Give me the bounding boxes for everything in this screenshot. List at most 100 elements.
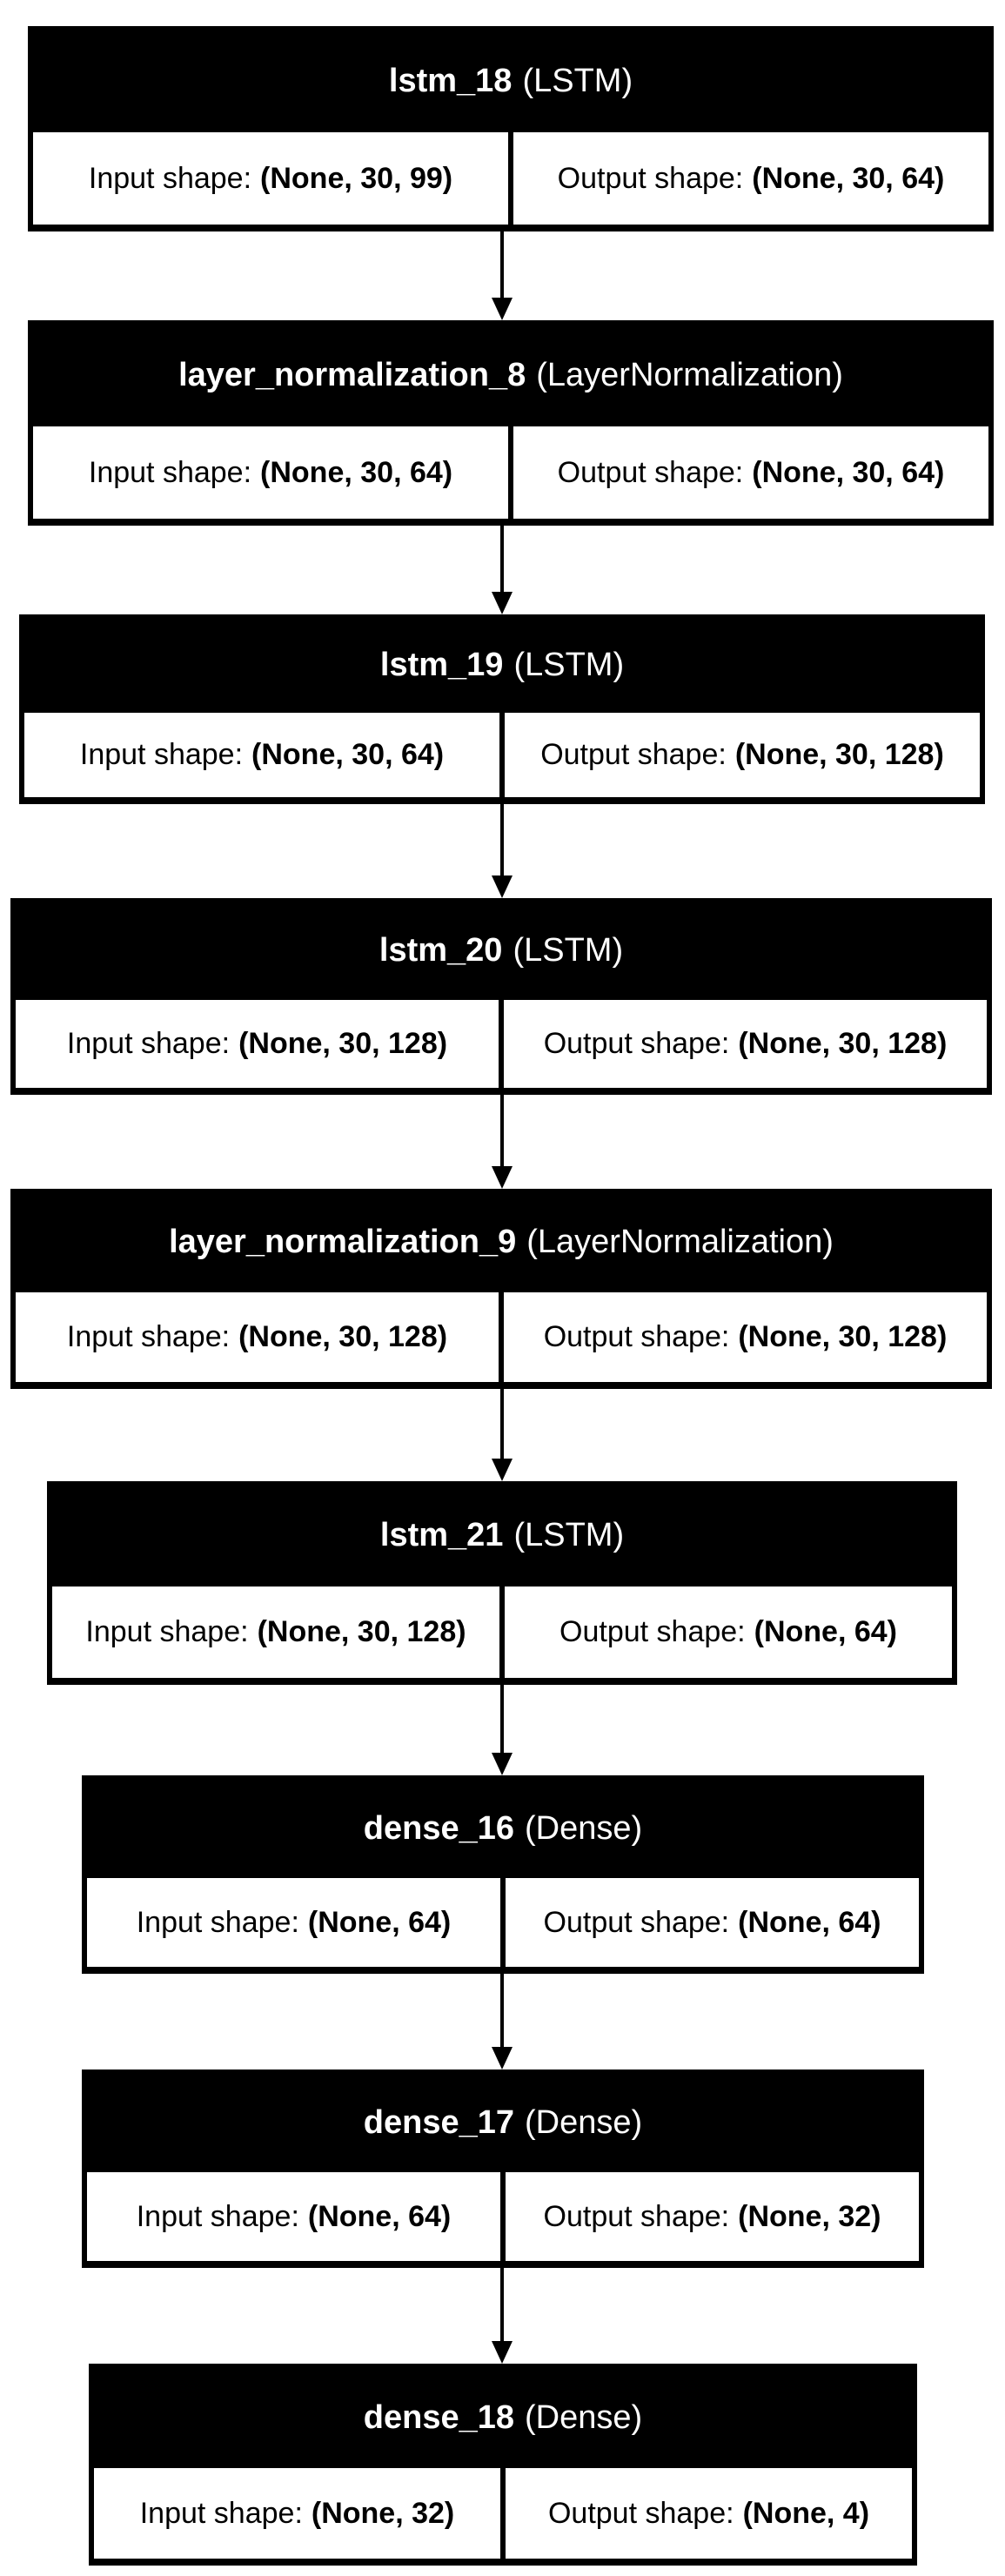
layer-header: dense_17(Dense) <box>85 2073 921 2172</box>
flow-arrow <box>492 1095 513 1189</box>
output-shape-cell: Output shape:(None, 30, 64) <box>513 426 988 519</box>
input-shape-cell: Input shape:(None, 30, 128) <box>16 1000 499 1088</box>
shape-row: Input shape:(None, 32)Output shape:(None… <box>92 2468 914 2562</box>
shape-row: Input shape:(None, 30, 128)Output shape:… <box>14 1292 988 1385</box>
layer-type: (LSTM) <box>513 647 625 683</box>
input-shape-label: Input shape: <box>88 161 252 195</box>
layer-type: (Dense) <box>525 2103 643 2141</box>
output-shape-label: Output shape: <box>543 1320 730 1353</box>
layer-name: layer_normalization_8 <box>178 356 526 393</box>
layer-name: lstm_21 <box>379 1517 504 1553</box>
input-shape-value: (None, 30, 64) <box>251 738 445 771</box>
output-shape-value: (None, 30, 128) <box>734 738 944 771</box>
output-shape-value: (None, 30, 128) <box>738 1320 948 1353</box>
input-shape-cell: Input shape:(None, 30, 128) <box>52 1587 499 1678</box>
layer-node: dense_16(Dense)Input shape:(None, 64)Out… <box>82 1775 924 1974</box>
flow-arrow <box>492 1389 513 1481</box>
input-shape-cell: Input shape:(None, 32) <box>94 2468 500 2559</box>
input-shape-cell: Input shape:(None, 30, 99) <box>33 132 508 225</box>
input-shape-label: Input shape: <box>139 2496 303 2530</box>
output-shape-cell: Output shape:(None, 4) <box>506 2468 912 2559</box>
input-shape-label: Input shape: <box>136 1905 299 1939</box>
arrow-line <box>500 1389 504 1460</box>
input-shape-label: Input shape: <box>136 2199 299 2233</box>
flow-arrow <box>492 804 513 898</box>
input-shape-cell: Input shape:(None, 64) <box>87 2172 500 2261</box>
input-shape-cell: Input shape:(None, 30, 64) <box>33 426 508 519</box>
layer-header: lstm_19(LSTM) <box>23 618 982 713</box>
layer-header: layer_normalization_9(LayerNormalization… <box>14 1192 988 1292</box>
shape-row: Input shape:(None, 30, 99)Output shape:(… <box>31 132 990 228</box>
arrow-head <box>492 1166 513 1189</box>
output-shape-value: (None, 30, 64) <box>752 161 945 195</box>
output-shape-label: Output shape: <box>540 738 727 771</box>
input-shape-cell: Input shape:(None, 64) <box>87 1878 500 1967</box>
layer-node: lstm_18(LSTM)Input shape:(None, 30, 99)O… <box>28 26 994 231</box>
input-shape-value: (None, 32) <box>311 2496 455 2530</box>
output-shape-cell: Output shape:(None, 64) <box>506 1878 919 1967</box>
layer-name: dense_16 <box>363 1809 515 1847</box>
layer-node: dense_17(Dense)Input shape:(None, 64)Out… <box>82 2070 924 2268</box>
layer-type: (LSTM) <box>513 1517 625 1553</box>
output-shape-label: Output shape: <box>543 2199 730 2233</box>
layer-name: lstm_19 <box>379 647 504 683</box>
arrow-head <box>492 1459 513 1481</box>
output-shape-label: Output shape: <box>547 2496 734 2530</box>
input-shape-label: Input shape: <box>66 1320 231 1353</box>
layer-node: lstm_20(LSTM)Input shape:(None, 30, 128)… <box>10 898 992 1095</box>
input-shape-value: (None, 30, 99) <box>260 161 453 195</box>
shape-row: Input shape:(None, 64)Output shape:(None… <box>85 2172 921 2264</box>
flow-arrow <box>492 1974 513 2070</box>
shape-row: Input shape:(None, 30, 64)Output shape:(… <box>23 713 982 801</box>
output-shape-value: (None, 30, 128) <box>738 1027 948 1060</box>
arrow-line <box>500 804 504 877</box>
layer-node: dense_18(Dense)Input shape:(None, 32)Out… <box>89 2364 917 2566</box>
output-shape-cell: Output shape:(None, 30, 64) <box>513 132 988 225</box>
output-shape-value: (None, 64) <box>754 1615 897 1648</box>
layer-node: lstm_19(LSTM)Input shape:(None, 30, 64)O… <box>19 614 985 804</box>
input-shape-cell: Input shape:(None, 30, 64) <box>24 713 499 797</box>
input-shape-value: (None, 64) <box>307 2199 452 2233</box>
input-shape-label: Input shape: <box>66 1027 231 1060</box>
output-shape-value: (None, 32) <box>738 2199 881 2233</box>
shape-row: Input shape:(None, 30, 64)Output shape:(… <box>31 426 990 522</box>
output-shape-cell: Output shape:(None, 30, 128) <box>505 713 980 797</box>
arrow-line <box>500 1095 504 1168</box>
input-shape-label: Input shape: <box>88 455 252 489</box>
layer-node: lstm_21(LSTM) Input shape:(None, 30, 128)… <box>47 1481 957 1685</box>
arrow-head <box>492 592 513 614</box>
shape-row: Input shape:(None, 64)Output shape:(None… <box>85 1878 921 1970</box>
output-shape-label: Output shape: <box>543 1027 730 1060</box>
layer-header: lstm_20(LSTM) <box>14 902 988 1000</box>
output-shape-value: (None, 30, 64) <box>752 455 945 489</box>
arrow-head <box>492 2047 513 2070</box>
layer-type: (Dense) <box>525 2398 643 2436</box>
arrow-line <box>500 2268 504 2343</box>
layer-node: layer_normalization_8(LayerNormalization… <box>28 320 994 526</box>
layer-type: (Dense) <box>525 1809 643 1847</box>
input-shape-label: Input shape: <box>85 1615 249 1648</box>
output-shape-label: Output shape: <box>557 161 744 195</box>
output-shape-cell: Output shape:(None, 64) <box>505 1587 952 1678</box>
layer-name: layer_normalization_9 <box>169 1224 517 1260</box>
flow-arrow <box>492 2268 513 2364</box>
output-shape-value: (None, 4) <box>742 2496 870 2530</box>
layer-node: layer_normalization_9(LayerNormalization… <box>10 1189 992 1389</box>
layer-name: lstm_18 <box>388 62 513 99</box>
input-shape-value: (None, 30, 128) <box>238 1320 448 1353</box>
arrow-head <box>492 1753 513 1775</box>
shape-row: Input shape:(None, 30, 128)Output shape:… <box>14 1000 988 1091</box>
arrow-line <box>500 231 504 299</box>
output-shape-cell: Output shape:(None, 30, 128) <box>504 1292 987 1382</box>
flow-arrow <box>492 1685 513 1775</box>
arrow-head <box>492 875 513 898</box>
output-shape-value: (None, 64) <box>738 1905 881 1939</box>
layer-type: (LSTM) <box>522 62 633 99</box>
layer-name: dense_18 <box>363 2398 515 2436</box>
input-shape-value: (None, 64) <box>307 1905 452 1939</box>
shape-row: Input shape:(None, 30, 128)Output shape:… <box>50 1587 954 1681</box>
arrow-line <box>500 1974 504 2049</box>
layer-type: (LSTM) <box>513 932 624 969</box>
output-shape-label: Output shape: <box>557 455 744 489</box>
